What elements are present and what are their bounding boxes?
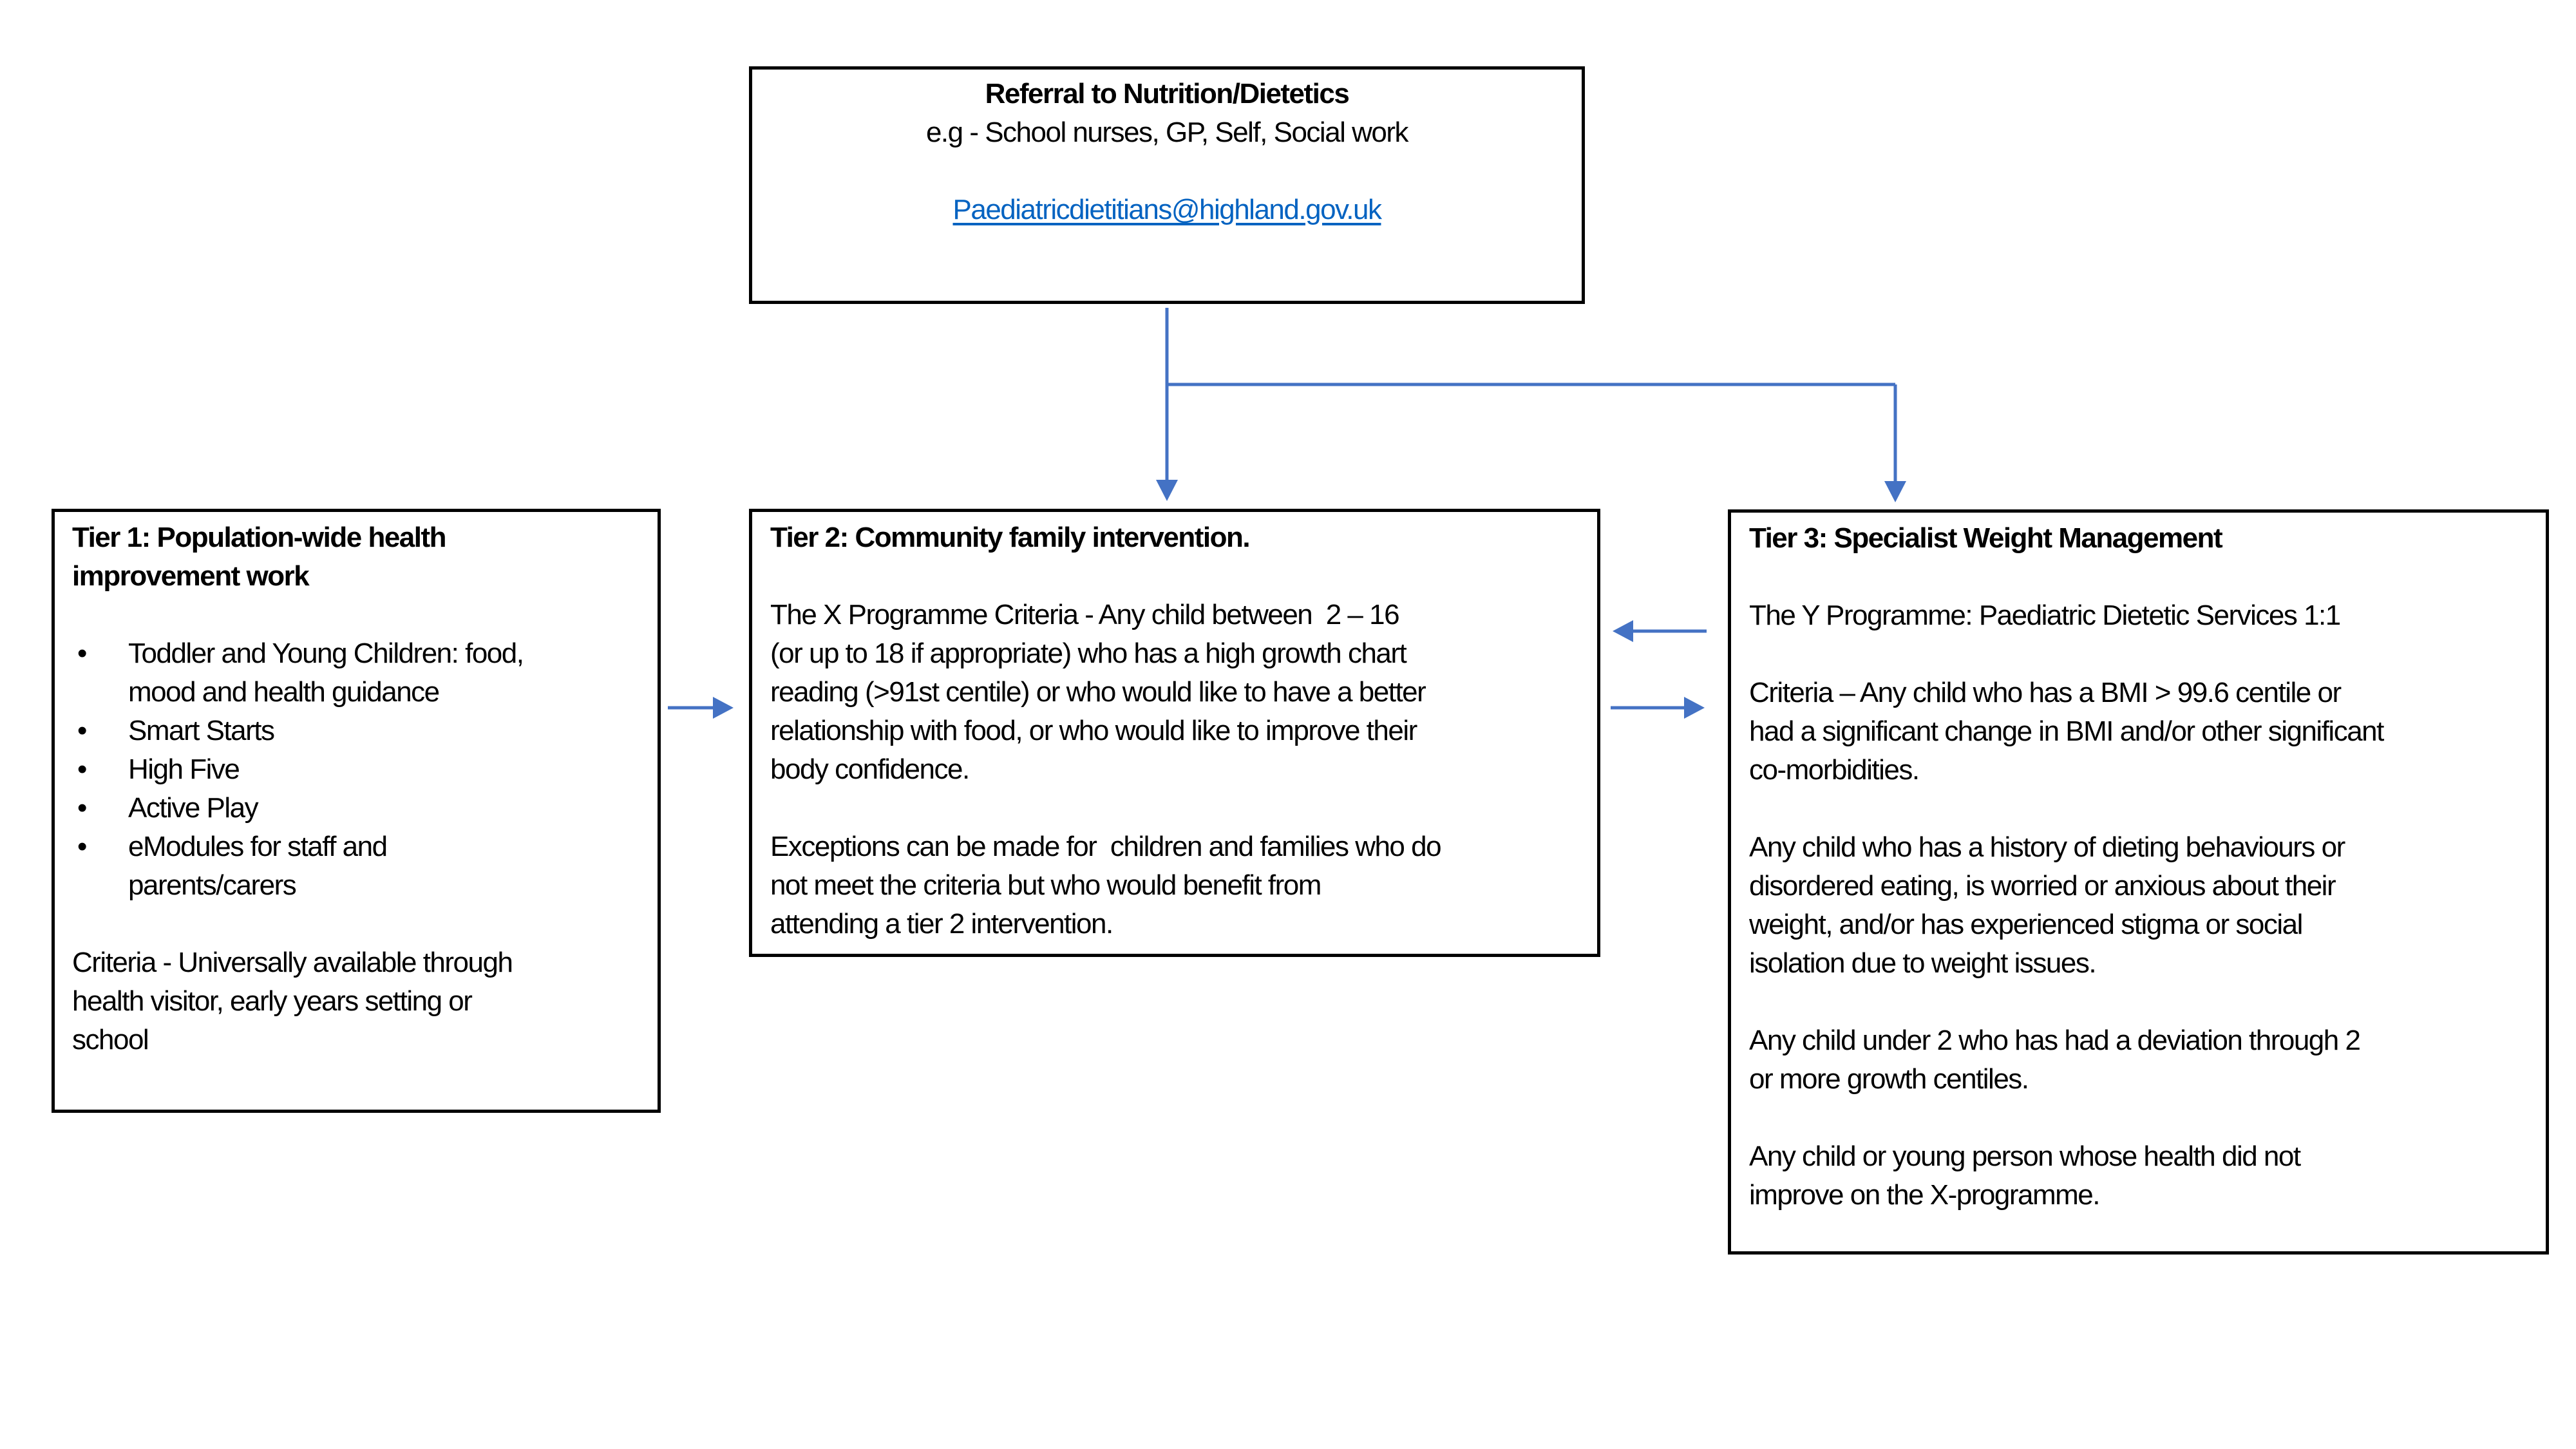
tier1-bullet-text: High Five [128,753,240,785]
tier2-paragraph: The X Programme Criteria - Any child bet… [770,599,1426,785]
tier1-criteria: Criteria - Universally available through… [72,947,513,1056]
tier1-bullet-text: Smart Starts [128,715,275,746]
arrow-tier1-to-tier2 [668,697,734,719]
tier1-bullet-text: eModules for staff and parents/carers [128,831,388,901]
arrow-tier3-to-tier2 [1613,620,1707,642]
list-item: • Smart Starts [72,712,640,750]
tier3-box: Tier 3: Specialist Weight Management The… [1728,509,2549,1255]
tier1-heading: Tier 1: Population-wide health improveme… [72,522,447,592]
bullet-icon: • [77,753,87,785]
tier3-heading: Tier 3: Specialist Weight Management [1749,522,2223,554]
tier1-bullet-text: Toddler and Young Children: food, mood a… [128,638,524,708]
arrow-tier2-to-tier3 [1611,697,1705,719]
tier3-paragraph: Any child under 2 who has had a deviatio… [1749,1025,2361,1095]
tier1-box: Tier 1: Population-wide health improveme… [52,509,661,1113]
list-item: • High Five [72,750,640,789]
tier1-bullet-list: • Toddler and Young Children: food, mood… [72,634,640,905]
tier2-box: Tier 2: Community family intervention. T… [749,509,1600,957]
email-link[interactable]: Paediatricdietitians@highland.gov.uk [952,194,1382,225]
list-item: • Toddler and Young Children: food, mood… [72,634,640,712]
bullet-icon: • [77,831,87,862]
referral-box: Referral to Nutrition/Dietetics e.g - Sc… [749,66,1585,304]
bullet-icon: • [77,792,87,824]
bullet-icon: • [77,715,87,746]
referral-title: Referral to Nutrition/Dietetics [985,78,1350,109]
arrow-referral-to-tier3 [1884,384,1906,502]
tier2-heading: Tier 2: Community family intervention. [770,522,1251,553]
tier3-paragraph: Any child who has a history of dieting b… [1749,831,2345,979]
spacer [752,152,1582,191]
referral-subtitle: e.g - School nurses, GP, Self, Social wo… [925,117,1409,148]
list-item: • Active Play [72,789,640,828]
tier3-paragraph: Any child or young person whose health d… [1749,1141,2301,1211]
bullet-icon: • [77,638,87,669]
tier3-paragraph: Criteria – Any child who has a BMI > 99.… [1749,677,2384,786]
tier2-paragraph: Exceptions can be made for children and … [770,831,1442,940]
list-item: • eModules for staff and parents/carers [72,828,640,905]
tier1-bullet-text: Active Play [128,792,259,824]
referral-email-line: Paediatricdietitians@highland.gov.uk [752,191,1582,229]
arrow-referral-to-tier2 [1156,308,1178,501]
tier3-paragraph: The Y Programme: Paediatric Dietetic Ser… [1749,600,2341,631]
